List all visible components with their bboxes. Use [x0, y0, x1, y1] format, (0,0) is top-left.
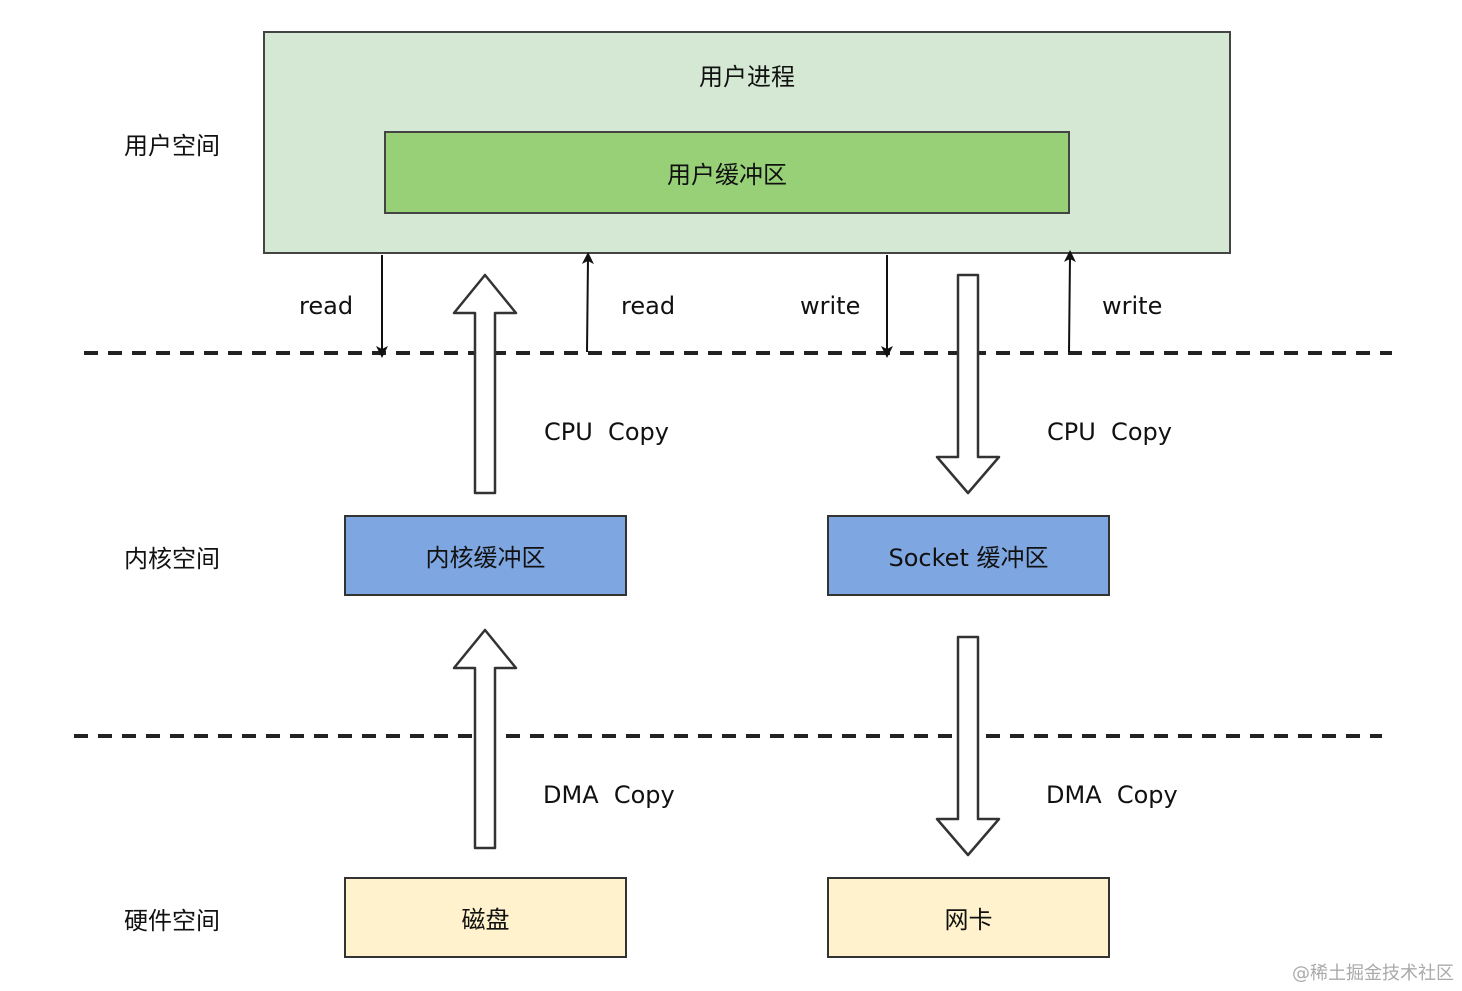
hardware-space-label: 硬件空间: [124, 907, 220, 935]
read-return-label: read: [621, 292, 676, 320]
cpu-copy-up-arrow: [452, 273, 518, 495]
kernel-buffer-box: 内核缓冲区: [344, 515, 627, 596]
dma-copy-left-label: DMA Copy: [543, 781, 675, 809]
socket-buffer-box: Socket 缓冲区: [827, 515, 1110, 596]
write-return-label: write: [1102, 292, 1163, 320]
user-buffer-label: 用户缓冲区: [667, 161, 787, 189]
disk-box: 磁盘: [344, 877, 627, 958]
read-return-arrow: [581, 252, 594, 353]
dma-copy-down-arrow: [935, 635, 1001, 857]
cpu-copy-right-label: CPU Copy: [1047, 418, 1172, 446]
cpu-copy-down-arrow: [935, 273, 1001, 495]
nic-box: 网卡: [827, 877, 1110, 958]
nic-label: 网卡: [944, 906, 993, 934]
read-call-label: read: [299, 292, 354, 320]
user-process-title: 用户进程: [699, 63, 795, 91]
kernel-buffer-label: 内核缓冲区: [425, 544, 546, 572]
write-return-arrow: [1063, 250, 1076, 353]
kernel-space-label: 内核空间: [124, 545, 220, 573]
user-space-label: 用户空间: [124, 132, 220, 160]
user-buffer-box: 用户缓冲区: [384, 131, 1070, 214]
write-call-label: write: [800, 292, 861, 320]
disk-label: 磁盘: [461, 906, 510, 934]
dma-copy-right-label: DMA Copy: [1046, 781, 1178, 809]
socket-buffer-label: Socket 缓冲区: [888, 544, 1049, 572]
watermark: @稀土掘金技术社区: [1292, 963, 1454, 984]
dma-copy-up-arrow: [452, 628, 518, 850]
cpu-copy-left-label: CPU Copy: [544, 418, 669, 446]
